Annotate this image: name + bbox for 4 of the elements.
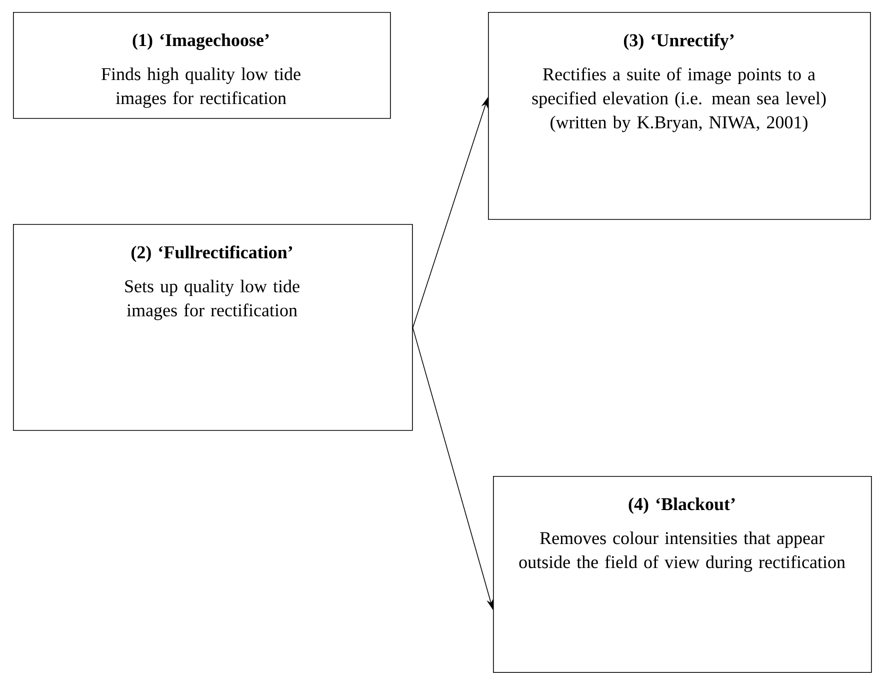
process-box: (2) ‘Fullrectification’ Sets up quality low tide images for rectification — [13, 224, 413, 431]
process-box: (3) ‘Unrectify’ Rectifies a suite of image points to a specified elevation (i.e. mean sea level) (written by K.Bryan, NIWA, 2001) — [488, 12, 871, 220]
process-box: (4) ‘Blackout’ Removes colour intensities that appear outside the field of view during rectification — [493, 476, 872, 673]
process-box: (1) ‘Imagechoose’ Finds high quality low tide images for rectification — [13, 12, 391, 119]
